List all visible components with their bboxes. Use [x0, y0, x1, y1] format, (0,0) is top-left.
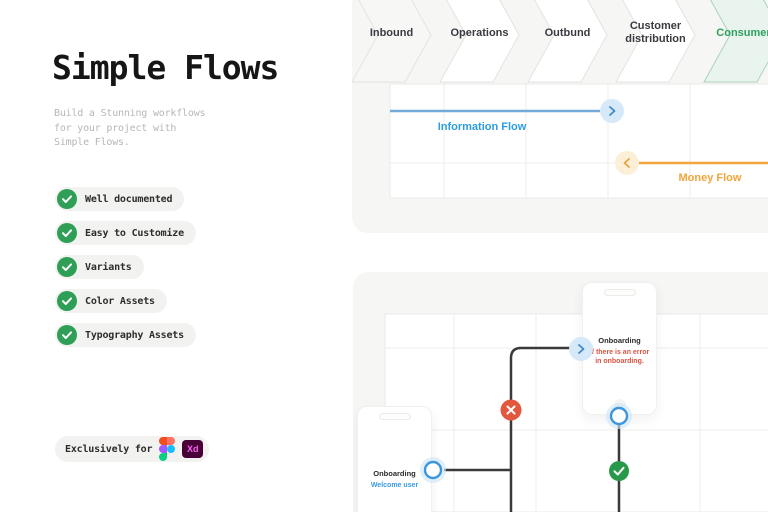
check-icon — [57, 257, 77, 277]
features-list: Well documented Easy to Customize Varian… — [55, 187, 196, 357]
screen-notch — [378, 413, 411, 420]
connection-node — [420, 457, 446, 483]
money-flow-line — [615, 151, 768, 175]
feature-label: Variants — [85, 261, 132, 273]
error-icon — [500, 399, 522, 421]
screen-subtitle: If there is an error in onboarding. — [589, 349, 650, 365]
stage-chevrons — [352, 0, 768, 83]
next-step-icon — [569, 337, 593, 361]
chevron-left-icon — [623, 158, 630, 168]
phone-screen-welcome: Onboarding Welcome user — [357, 406, 432, 512]
info-flow-line — [390, 99, 624, 123]
feature-label: Typography Assets — [85, 329, 184, 341]
exclusively-badge: Exclusively for Xd — [55, 436, 210, 462]
connection-node — [606, 403, 632, 429]
feature-pill: Well documented — [55, 187, 185, 211]
stage-chevron-operations — [439, 0, 520, 83]
stage-label-operations: Operations — [450, 26, 509, 39]
stage-chevron-customer — [615, 0, 696, 83]
feature-label: Color Assets — [85, 295, 155, 307]
stage-flow-graphic — [352, 0, 768, 199]
feature-pill: Easy to Customize — [55, 221, 196, 245]
screen-subtitle: Welcome user — [370, 482, 419, 489]
check-icon — [57, 189, 77, 209]
feature-pill: Variants — [55, 255, 144, 279]
exclusively-label: Exclusively for — [65, 443, 153, 455]
stage-chevron-consumer — [703, 0, 768, 83]
connector-lines — [420, 337, 632, 512]
success-icon — [609, 461, 629, 481]
stage-chevron-inbound — [352, 0, 432, 83]
money-flow-label: Money Flow — [678, 172, 742, 184]
page-title: Simple Flows — [52, 48, 279, 87]
stage-label-inbound: Inbound — [369, 26, 414, 39]
screen-copy: Onboarding Welcome user — [358, 469, 431, 490]
feature-label: Easy to Customize — [85, 227, 184, 239]
check-icon — [57, 325, 77, 345]
flow-grid-panel — [389, 83, 768, 199]
adobe-xd-icon: Xd — [182, 440, 204, 458]
feature-label: Well documented — [85, 193, 173, 205]
stage-label-outbund: Outbund — [544, 26, 591, 39]
flowchart-card: Onboarding Welcome user Onboarding If th… — [353, 272, 768, 512]
stage-flow-card: Inbound Operations Outbund Customer dist… — [352, 0, 768, 233]
figma-icon — [159, 437, 176, 461]
screen-title: Onboarding — [373, 469, 416, 478]
feature-pill: Typography Assets — [55, 323, 196, 347]
info-flow-label: Information Flow — [437, 121, 527, 133]
feature-pill: Color Assets — [55, 289, 167, 313]
stage-chevron-outbund — [527, 0, 608, 83]
connector-branch — [509, 346, 570, 512]
chevron-right-icon — [609, 106, 616, 116]
screen-title: Onboarding — [598, 336, 641, 345]
stage-label-consumer: Consumer — [716, 26, 768, 39]
screen-copy: Onboarding If there is an error in onboa… — [583, 336, 656, 366]
phone-screen-error: Onboarding If there is an error in onboa… — [582, 282, 657, 415]
check-icon — [57, 223, 77, 243]
check-icon — [57, 291, 77, 311]
screen-notch — [603, 289, 636, 296]
stage-label-customer-distribution: Customer distribution — [625, 20, 686, 45]
page-subtitle: Build a Stunning workflows for your proj… — [54, 108, 206, 149]
